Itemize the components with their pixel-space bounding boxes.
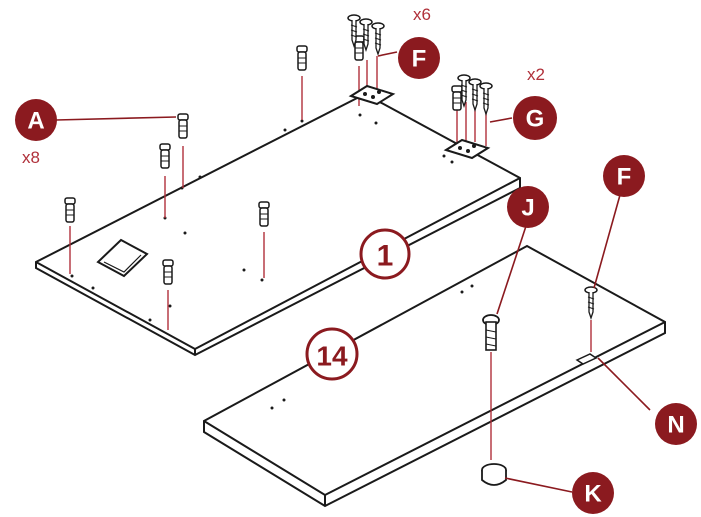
cam-lock <box>258 201 270 227</box>
callout-f-top: F <box>398 37 440 79</box>
screw <box>468 78 482 111</box>
cam-lock <box>64 197 76 223</box>
svg-text:K: K <box>584 481 602 508</box>
cam-lock <box>159 143 171 169</box>
svg-text:F: F <box>412 46 427 73</box>
panel-14 <box>203 244 666 508</box>
panel-number-14: 14 <box>305 327 359 381</box>
svg-text:N: N <box>667 412 684 439</box>
foot-k <box>481 463 507 486</box>
svg-text:J: J <box>521 195 534 222</box>
screw <box>371 22 385 55</box>
svg-text:A: A <box>27 108 44 135</box>
panel-number-1: 1 <box>359 228 411 280</box>
svg-text:G: G <box>526 106 545 133</box>
screw <box>479 82 493 115</box>
svg-text:14: 14 <box>316 341 348 372</box>
callout-f-side: F <box>603 155 645 197</box>
callout-g: G <box>513 96 557 140</box>
panel-1 <box>35 92 521 357</box>
cam-lock <box>177 113 189 139</box>
svg-text:F: F <box>617 164 632 191</box>
qty-a: x8 <box>22 148 40 167</box>
bolt-j <box>482 314 500 460</box>
callout-j: J <box>507 186 549 228</box>
cam-lock <box>451 85 463 111</box>
callout-k: K <box>572 472 614 514</box>
callout-n: N <box>655 403 697 445</box>
leader-lines <box>55 51 651 493</box>
qty-g: x2 <box>527 65 545 84</box>
svg-text:1: 1 <box>377 240 394 273</box>
qty-f: x6 <box>413 5 431 24</box>
cam-lock <box>162 259 174 285</box>
callout-a: A <box>15 99 57 141</box>
cam-lock <box>296 45 308 71</box>
